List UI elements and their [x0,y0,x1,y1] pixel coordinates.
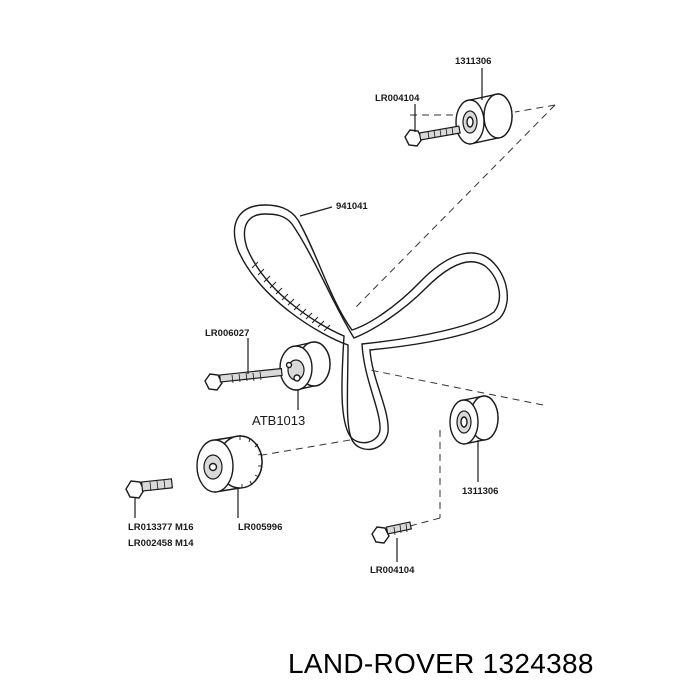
label-crank-sprocket: LR005996 [238,522,282,533]
label-belt: 941041 [336,201,368,212]
label-tensioner: ATB1013 [252,413,305,428]
label-bolt-top: LR004104 [375,93,420,104]
label-idler-bottom: 1311306 [462,486,498,497]
tensioner-pulley [279,341,331,391]
label-bolt-crank-m14: LR002458 M14 [128,538,194,549]
idler-pulley-top [455,93,513,145]
bolt-tensioner [204,367,283,391]
crankshaft-sprocket [196,435,263,493]
bolt-bottom [371,521,413,544]
belt-teeth [251,261,331,332]
bolt-crank [125,478,174,499]
idler-pulley-bottom [449,395,499,445]
label-idler-top: 1311306 [455,56,491,67]
footer-part-number: LAND-ROVER 1324388 [288,648,594,679]
label-bolt-tensioner: LR006027 [205,328,249,339]
bolt-top [404,125,461,147]
leader-lines [134,68,483,562]
label-bolt-bottom: LR004104 [370,565,415,576]
center-lines [244,104,556,527]
label-bolt-crank-m16: LR013377 M16 [128,522,193,533]
timing-belt [233,204,509,451]
